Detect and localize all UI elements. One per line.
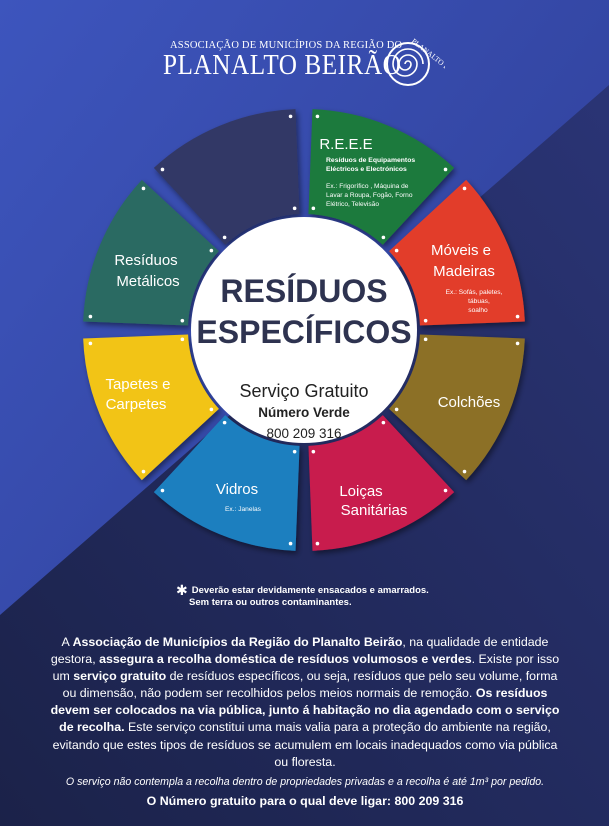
segment-loicas-title: Sanitárias [341, 502, 408, 519]
service-label: Serviço Gratuito [239, 381, 368, 401]
segment-dot [292, 206, 297, 211]
segment-moveis-note: soalho [468, 307, 488, 314]
segment-dot [515, 314, 520, 319]
paragraph-run: Este serviço constitui uma mais valia pa… [52, 720, 558, 769]
segment-metalicos-title: Metálicos [116, 273, 179, 290]
segment-dot [288, 114, 293, 119]
segment-vidros-title: Vidros [216, 481, 258, 498]
segment-reee: R.E.E.E Resíduos de EquipamentosEléctrico… [319, 136, 525, 326]
org-name-line1: ASSOCIAÇÃO DE MUNICÍPIOS DA REGIÃO DO [170, 40, 403, 51]
center-circle: RESÍDUOS ESPECÍFICOS Serviço GratuitoNúmer… [191, 217, 417, 443]
segment-vidros-note: Ex.: Janelas [225, 506, 262, 513]
segment-reee-note: Elétrico, Televisão [326, 201, 379, 208]
segment-dot [423, 337, 428, 342]
footnote: ✱Deverão estar devidamente ensacados e a… [176, 582, 429, 609]
segment-colchoes-title: Colchões [438, 394, 501, 411]
phone-number: 800 209 316 [266, 426, 341, 441]
segment-dot [443, 167, 448, 172]
phone-callout: O Número gratuito para o qual deve ligar… [146, 794, 464, 808]
segment-dot [462, 469, 467, 474]
segment-dot [141, 469, 146, 474]
segment-colchoes-shape [308, 415, 455, 551]
segment-dot [462, 186, 467, 191]
segment-tapetes-title: Carpetes [106, 396, 167, 413]
segment-dot [311, 206, 316, 211]
title-line2: ESPECÍFICOS [196, 314, 411, 350]
segment-reee-note: Ex.: Frigorífico , Máquina de [326, 183, 409, 190]
segment-dot [292, 449, 297, 454]
segment-loicas-title: Loiças [339, 483, 382, 500]
segment-dot [288, 541, 293, 546]
segment-verdes-shape [308, 109, 455, 245]
planalto-beirao-logo-emblem: PLANALTO BEIRÃO [386, 36, 445, 86]
paragraph-run: A [61, 635, 73, 649]
segment-dot [222, 420, 227, 425]
segment-moveis-shape [389, 334, 525, 481]
paragraph-run: de resíduos específicos, ou seja, resídu… [62, 669, 558, 701]
segment-reee-subtitle: Resíduos de Equipamentos [326, 157, 415, 164]
title-line1: RESÍDUOS [220, 273, 387, 309]
segment-colchoes: Colchões [308, 394, 500, 551]
segment-dot [222, 235, 227, 240]
segment-tapetes-shape [83, 179, 219, 326]
segment-dot [88, 341, 93, 346]
segment-dot [315, 114, 320, 119]
description-paragraph: A Associação de Municípios da Região do … [48, 634, 562, 771]
segment-dot [209, 248, 214, 253]
paragraph-run: serviço gratuito [73, 669, 167, 684]
segment-dot [160, 167, 165, 172]
segment-metalicos-shape [153, 109, 300, 245]
segment-vidros-shape [83, 334, 219, 481]
segment-dot [180, 337, 185, 342]
segment-dot [394, 407, 399, 412]
paragraph-run: , na qualidade de entidade gestora, [50, 635, 549, 667]
segment-dot [381, 235, 386, 240]
paragraph-run: Os resíduos devem ser colocados na via p… [50, 686, 560, 735]
numero-verde-label: Número Verde [258, 405, 350, 420]
segment-reee-note: Lavar a Roupa, Fogão, Forno [326, 192, 413, 199]
center-disc [191, 217, 417, 443]
segment-dot [141, 186, 146, 191]
segment-dot [160, 488, 165, 493]
segment-tapetes: Tapetes e Carpetes [83, 179, 219, 413]
asterisk-icon: ✱ [176, 582, 188, 598]
segment-dot [443, 488, 448, 493]
segment-moveis-title: Móveis e [431, 242, 491, 259]
segment-dot [88, 314, 93, 319]
paragraph-run: Associação de Municípios da Região do Pl… [72, 635, 403, 649]
segment-loicas-shape [153, 415, 300, 551]
segment-dot [315, 541, 320, 546]
segment-tapetes-title: Tapetes e [105, 376, 170, 393]
paragraph-run: . Existe por isso um [52, 652, 560, 684]
paragraph-run: assegura a recolha doméstica de resíduos… [99, 652, 472, 667]
segment-moveis-note: tábuas, [468, 298, 490, 305]
footnote-line1: Deverão estar devidamente ensacados e am… [191, 585, 429, 596]
segment-dot [180, 318, 185, 323]
segment-dot [311, 449, 316, 454]
segment-dot [209, 407, 214, 412]
disclaimer: O serviço não contempla a recolha dentro… [65, 776, 545, 788]
segment-reee-subtitle: Eléctricos e Electrónicos [326, 166, 407, 173]
footnote-line2: Sem terra ou outros contaminantes. [189, 597, 352, 608]
segment-moveis-note: Ex.: Sofás, paletes, [446, 289, 503, 296]
segment-reee-title: R.E.E.E [319, 136, 372, 153]
segment-reee-shape [389, 179, 525, 326]
segment-metalicos-title: Resíduos [114, 252, 177, 269]
segment-dot [381, 420, 386, 425]
segment-dot [423, 318, 428, 323]
segment-moveis-title: Madeiras [433, 263, 495, 280]
segment-dot [515, 341, 520, 346]
segment-dot [394, 248, 399, 253]
